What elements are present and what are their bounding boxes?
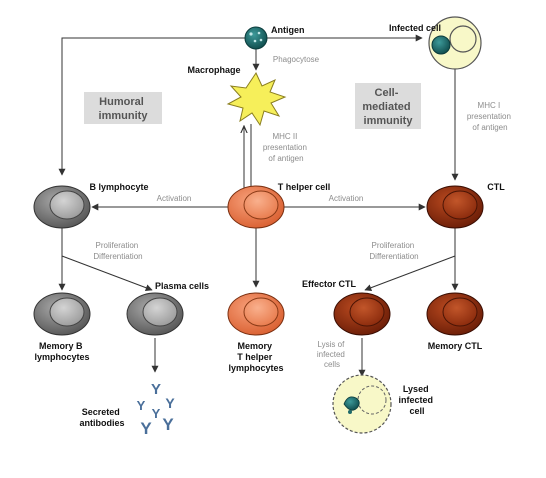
humoral-immunity-box: Humoral immunity <box>84 92 162 124</box>
svg-text:Y: Y <box>162 415 174 434</box>
proliferation-right-label: Proliferation Differentiation <box>369 241 418 261</box>
connectors <box>58 34 459 377</box>
plasma-cell <box>126 292 184 336</box>
lysis-label: Lysis of infected cells <box>317 340 347 369</box>
memory-ctl-cell <box>426 292 484 336</box>
b-lymphocyte-label: B lymphocyte <box>89 182 148 192</box>
macrophage <box>226 71 287 127</box>
lysed-infected-cell <box>332 374 392 434</box>
antigen-label: Antigen <box>271 25 305 35</box>
svg-text:Humoral immunity: Humoral immunity <box>99 96 149 122</box>
memory-t-helper-cell <box>227 292 285 336</box>
plasma-cells-label: Plasma cells <box>155 281 209 291</box>
b-lymphocyte-cell <box>33 185 91 229</box>
macrophage-label: Macrophage <box>187 65 240 75</box>
t-helper-cell <box>227 185 285 229</box>
svg-text:Y: Y <box>152 406 161 421</box>
activation-right-label: Activation <box>329 194 364 203</box>
proliferation-left-label: Proliferation Differentiation <box>93 241 142 261</box>
effector-ctl-label: Effector CTL <box>302 279 357 289</box>
cell-mediated-immunity-box: Cell- mediated immunity <box>355 83 421 129</box>
memory-b-cell <box>33 292 91 336</box>
infected-cell-label: Infected cell <box>389 23 441 33</box>
svg-text:Y: Y <box>137 398 146 413</box>
antibodies-icon: Y Y Y Y Y Y <box>137 381 176 438</box>
memory-t-helper-label: Memory T helper lymphocytes <box>228 341 283 373</box>
memory-ctl-label: Memory CTL <box>428 341 483 351</box>
mhc-i-label: MHC I presentation of antigen <box>467 101 513 132</box>
activation-left-label: Activation <box>157 194 192 203</box>
phagocytose-label: Phagocytose <box>273 55 320 64</box>
svg-text:Y: Y <box>140 419 152 438</box>
lysed-cell-label: Lysed infected cell <box>398 384 435 416</box>
infected-cell <box>428 16 482 70</box>
antigen <box>244 26 268 50</box>
memory-b-label: Memory B lymphocytes <box>34 341 89 362</box>
ctl-cell <box>426 185 484 229</box>
ctl-label: CTL <box>487 182 505 192</box>
t-helper-cell-label: T helper cell <box>278 182 331 192</box>
svg-text:Cell- mediated imm: Cell- mediated immunity <box>362 87 413 127</box>
svg-text:Y: Y <box>165 395 175 411</box>
svg-text:Y: Y <box>151 381 161 398</box>
secreted-antibodies-label: Secreted antibodies <box>79 407 124 428</box>
effector-ctl-cell <box>333 292 391 336</box>
mhc-ii-label: MHC II presentation of antigen <box>263 132 309 163</box>
